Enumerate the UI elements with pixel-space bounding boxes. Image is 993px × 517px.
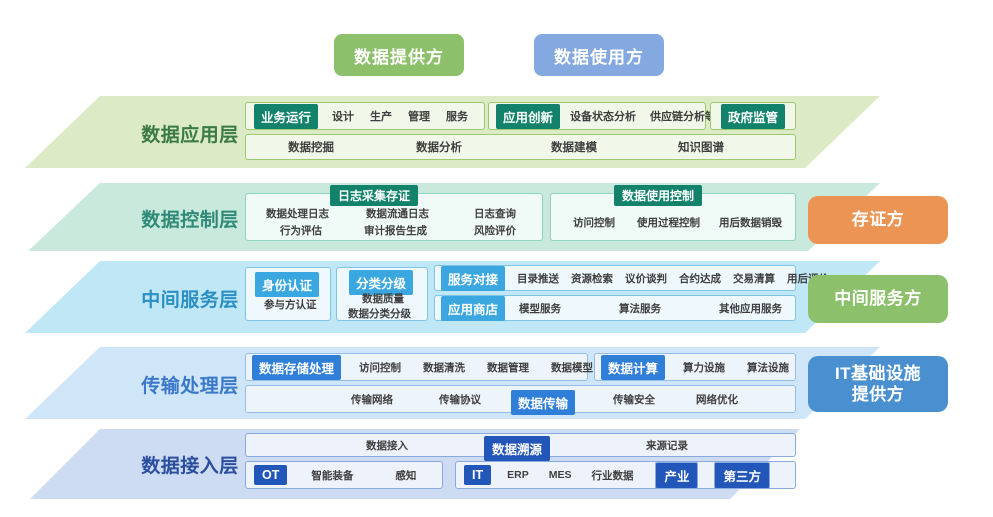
group-chip-business-operation[interactable]: 业务运行 — [254, 103, 319, 129]
item-data-circulation-log[interactable]: 数据流通日志 — [366, 208, 429, 220]
group-application-innovation[interactable]: 应用创新 设备状态分析 供应链分析等 — [488, 102, 716, 130]
role-chip-data-provider[interactable]: 数据提供方 — [334, 34, 464, 76]
item-algorithm-facilities[interactable]: 算法设施 — [747, 361, 790, 374]
layer-label-application: 数据应用层 — [141, 125, 239, 146]
item-erp[interactable]: ERP — [507, 469, 529, 481]
item-data-management[interactable]: 数据管理 — [487, 361, 530, 374]
group-chip-app-store[interactable]: 应用商店 — [441, 295, 506, 321]
group-chip-it[interactable]: IT — [464, 465, 492, 485]
party-badge-notary[interactable]: 存证方 — [808, 196, 948, 244]
group-chip-data-storage-processing[interactable]: 数据存储处理 — [252, 354, 342, 380]
group-ot[interactable]: OT 智能装备 感知 — [245, 461, 443, 489]
item-data-analysis[interactable]: 数据分析 — [416, 142, 462, 154]
item-source-record[interactable]: 来源记录 — [646, 439, 688, 452]
group-data-storage-processing[interactable]: 数据存储处理 访问控制 数据清洗 数据管理 数据模型 — [245, 353, 593, 381]
item-behavior-assessment[interactable]: 行为评估 — [280, 225, 322, 237]
group-application-capabilities[interactable]: 数据挖掘 数据分析 数据建模 知识图谱 — [245, 134, 796, 160]
item-post-use-data-destruction[interactable]: 用后数据销毁 — [719, 217, 782, 229]
item-other-app-services[interactable]: 其他应用服务 — [719, 302, 783, 315]
item-usage-process-control[interactable]: 使用过程控制 — [637, 217, 700, 229]
item-transmission-network[interactable]: 传输网络 — [351, 393, 393, 406]
item-equipment-status-analysis[interactable]: 设备状态分析 — [570, 111, 637, 123]
party-label: 存证方 — [851, 210, 905, 230]
item-risk-evaluation[interactable]: 风险评价 — [474, 225, 516, 237]
group-chip-government-supervision[interactable]: 政府监管 — [720, 103, 785, 129]
group-classification-grading[interactable]: 分类分级 数据质量 数据分类分级 — [336, 267, 428, 321]
item-management[interactable]: 管理 — [408, 111, 431, 123]
item-catalog-push[interactable]: 目录推送 — [517, 272, 560, 285]
group-it[interactable]: IT ERP MES 行业数据 产业 第三方 — [455, 461, 796, 489]
group-chip-classification-grading[interactable]: 分类分级 — [349, 270, 414, 295]
top-roles: 数据提供方 数据使用方 — [0, 34, 993, 78]
item-participant-authentication[interactable]: 参与方认证 — [264, 299, 317, 311]
party-badge-it-infrastructure-provider[interactable]: IT基础设施 提供方 — [808, 356, 948, 412]
layer-label-service: 中间服务层 — [141, 290, 239, 311]
item-transaction-settlement[interactable]: 交易清算 — [733, 272, 776, 285]
item-audit-report-generation[interactable]: 审计报告生成 — [364, 225, 427, 237]
item-smart-equipment[interactable]: 智能装备 — [311, 469, 354, 482]
group-identity-authentication[interactable]: 身份认证 参与方认证 — [245, 267, 331, 321]
layer-label-access: 数据接入层 — [141, 456, 239, 477]
item-computing-facilities[interactable]: 算力设施 — [683, 361, 726, 374]
group-app-store[interactable]: 应用商店 模型服务 算法服务 其他应用服务 — [434, 295, 796, 321]
item-industry-data[interactable]: 行业数据 — [591, 469, 634, 482]
item-model-service[interactable]: 模型服务 — [519, 302, 562, 315]
role-chip-label: 数据使用方 — [554, 47, 644, 67]
item-data-processing-log[interactable]: 数据处理日志 — [266, 208, 329, 220]
group-log-collection[interactable]: 日志采集存证 数据处理日志 数据流通日志 日志查询 行为评估 审计报告生成 风险… — [245, 185, 543, 241]
party-label-line1: IT基础设施 — [834, 363, 922, 383]
item-access-control[interactable]: 访问控制 — [359, 361, 402, 374]
party-label: 中间服务方 — [834, 289, 922, 309]
item-service[interactable]: 服务 — [446, 111, 469, 123]
item-data-ingestion[interactable]: 数据接入 — [366, 439, 408, 452]
group-chip-identity-authentication[interactable]: 身份认证 — [255, 272, 320, 297]
item-design[interactable]: 设计 — [332, 111, 355, 123]
group-chip-industry[interactable]: 产业 — [655, 461, 699, 489]
item-supply-chain-analysis[interactable]: 供应链分析等 — [650, 111, 717, 123]
group-transmission[interactable]: 传输网络 传输协议 数据传输 传输安全 网络优化 — [245, 385, 796, 415]
item-sensing[interactable]: 感知 — [395, 469, 417, 482]
role-chip-label: 数据提供方 — [354, 47, 444, 67]
item-access-control[interactable]: 访问控制 — [573, 217, 615, 229]
group-usage-control[interactable]: 数据使用控制 访问控制 使用过程控制 用后数据销毁 — [550, 185, 796, 241]
item-contract-conclusion[interactable]: 合约达成 — [679, 272, 722, 285]
group-data-ingestion-bar[interactable]: 数据接入 数据溯源 来源记录 — [245, 433, 796, 461]
party-label: IT基础设施 提供方 — [835, 363, 921, 406]
party-label-line2: 提供方 — [851, 385, 905, 404]
group-legend-log-collection[interactable]: 日志采集存证 — [330, 185, 419, 206]
layer-label-control: 数据控制层 — [141, 210, 239, 231]
group-chip-data-transmission[interactable]: 数据传输 — [511, 390, 576, 415]
item-data-model[interactable]: 数据模型 — [551, 361, 594, 374]
party-badge-broker[interactable]: 中间服务方 — [808, 275, 948, 323]
item-data-modeling[interactable]: 数据建模 — [551, 142, 597, 154]
item-price-negotiation[interactable]: 议价谈判 — [625, 272, 668, 285]
group-chip-ot[interactable]: OT — [254, 465, 288, 485]
item-mes[interactable]: MES — [548, 469, 572, 481]
group-service-docking[interactable]: 服务对接 目录推送 资源检索 议价谈判 合约达成 交易清算 用后评价 — [434, 265, 829, 291]
group-data-computation[interactable]: 数据计算 算力设施 算法设施 — [594, 353, 796, 381]
item-data-classification-grading[interactable]: 数据分类分级 — [348, 308, 411, 320]
item-log-query[interactable]: 日志查询 — [474, 208, 516, 220]
group-government-supervision[interactable]: 政府监管 — [710, 102, 796, 130]
item-data-cleansing[interactable]: 数据清洗 — [423, 361, 466, 374]
item-transmission-security[interactable]: 传输安全 — [613, 393, 655, 406]
group-chip-data-provenance[interactable]: 数据溯源 — [484, 436, 551, 461]
role-chip-data-consumer[interactable]: 数据使用方 — [534, 34, 664, 76]
group-chip-application-innovation[interactable]: 应用创新 — [496, 103, 561, 129]
item-transmission-protocol[interactable]: 传输协议 — [439, 393, 481, 406]
group-chip-service-docking[interactable]: 服务对接 — [441, 265, 506, 291]
group-chip-data-computation[interactable]: 数据计算 — [601, 354, 666, 380]
group-chip-third-party[interactable]: 第三方 — [714, 461, 770, 489]
item-knowledge-graph[interactable]: 知识图谱 — [678, 142, 724, 154]
item-resource-retrieval[interactable]: 资源检索 — [571, 272, 614, 285]
item-data-mining[interactable]: 数据挖掘 — [288, 142, 334, 154]
item-algorithm-service[interactable]: 算法服务 — [619, 302, 662, 315]
layer-label-transport: 传输处理层 — [141, 376, 239, 397]
group-business-operation[interactable]: 业务运行 设计 生产 管理 服务 — [245, 102, 485, 130]
item-network-optimization[interactable]: 网络优化 — [696, 393, 738, 406]
item-data-quality[interactable]: 数据质量 — [362, 293, 404, 305]
item-production[interactable]: 生产 — [370, 111, 393, 123]
group-legend-usage-control[interactable]: 数据使用控制 — [614, 185, 703, 206]
